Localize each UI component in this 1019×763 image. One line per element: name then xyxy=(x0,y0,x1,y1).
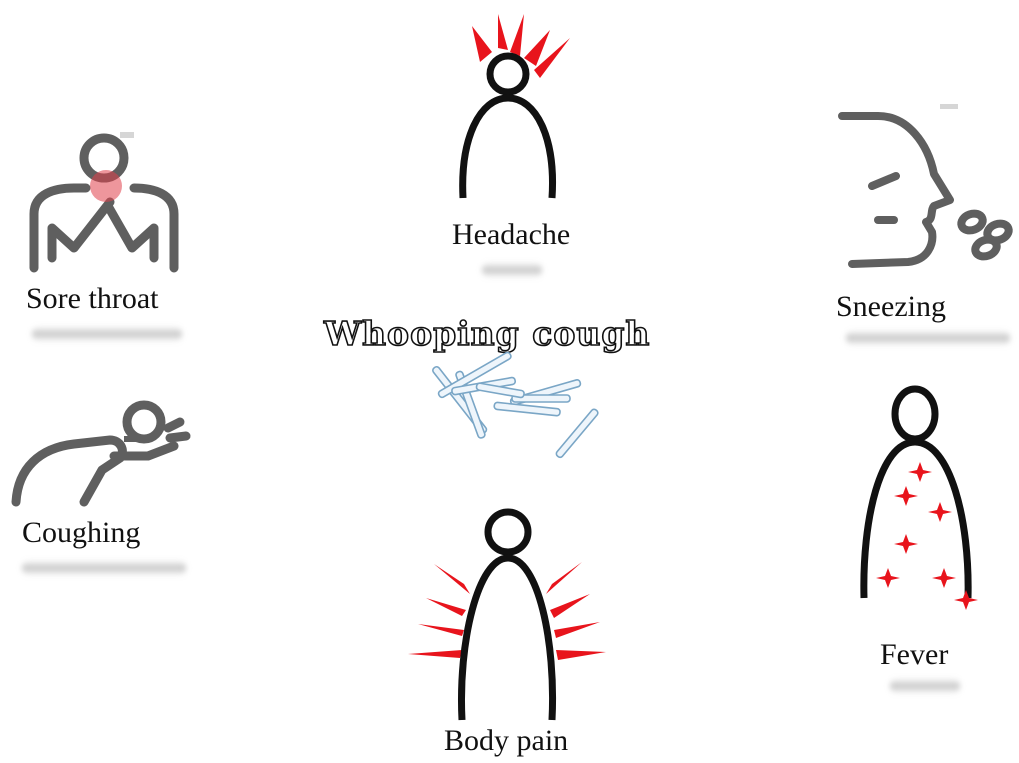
body-pain-label: Body pain xyxy=(444,724,568,758)
coughing-shadow xyxy=(22,560,186,576)
sore-throat-shadow xyxy=(32,326,182,342)
sneezing-shadow xyxy=(846,330,1010,346)
sore-throat-label: Sore throat xyxy=(26,282,158,316)
coughing-icon xyxy=(10,398,190,508)
fever-figure-icon xyxy=(850,380,990,610)
sore-throat-icon xyxy=(24,128,184,268)
sneezing-icon xyxy=(838,104,1018,274)
headache-figure-icon xyxy=(440,8,580,208)
coughing-label: Coughing xyxy=(22,516,140,550)
fever-shadow xyxy=(890,678,960,694)
sneezing-label: Sneezing xyxy=(836,290,946,324)
fever-label: Fever xyxy=(880,638,948,672)
headache-shadow xyxy=(482,262,542,278)
headache-label: Headache xyxy=(452,218,570,252)
body-pain-figure-icon xyxy=(404,502,614,722)
diagram-title: Whooping cough xyxy=(324,314,650,353)
bacteria-icon xyxy=(420,350,610,470)
